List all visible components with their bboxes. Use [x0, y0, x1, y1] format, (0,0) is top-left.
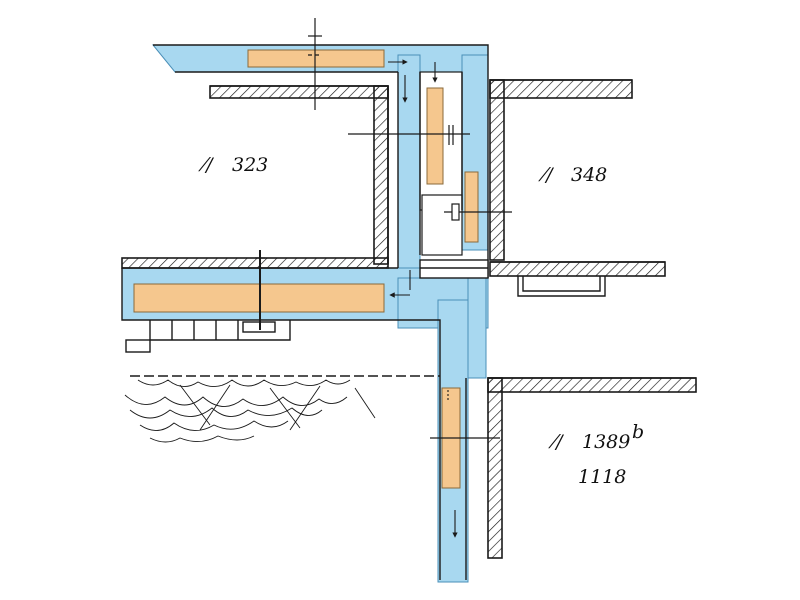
flow-arrows	[388, 59, 458, 538]
room-label-left: ⁄/ 323	[198, 154, 268, 176]
gate-top	[247, 49, 385, 68]
ground-texture	[124, 379, 376, 443]
gate-vertical-left	[426, 87, 444, 185]
svg-text:⁄/: ⁄/	[538, 164, 554, 186]
svg-text:⁄/: ⁄/	[198, 154, 214, 176]
room-number-right: 348	[571, 164, 607, 186]
room-number-lower: 1389	[582, 431, 630, 453]
structure-lines	[121, 44, 606, 580]
room-number-left: 323	[232, 154, 268, 176]
gate-vertical-right	[464, 171, 479, 243]
room-number-lower-sup: b	[632, 421, 644, 443]
room-label-right: ⁄/ 348	[538, 164, 607, 186]
svg-text:⁄/: ⁄/	[548, 431, 564, 453]
room-label-lower: ⁄/ 1389 b	[548, 421, 644, 453]
axis-lines	[255, 18, 512, 439]
reference-number: 1118	[578, 466, 626, 488]
